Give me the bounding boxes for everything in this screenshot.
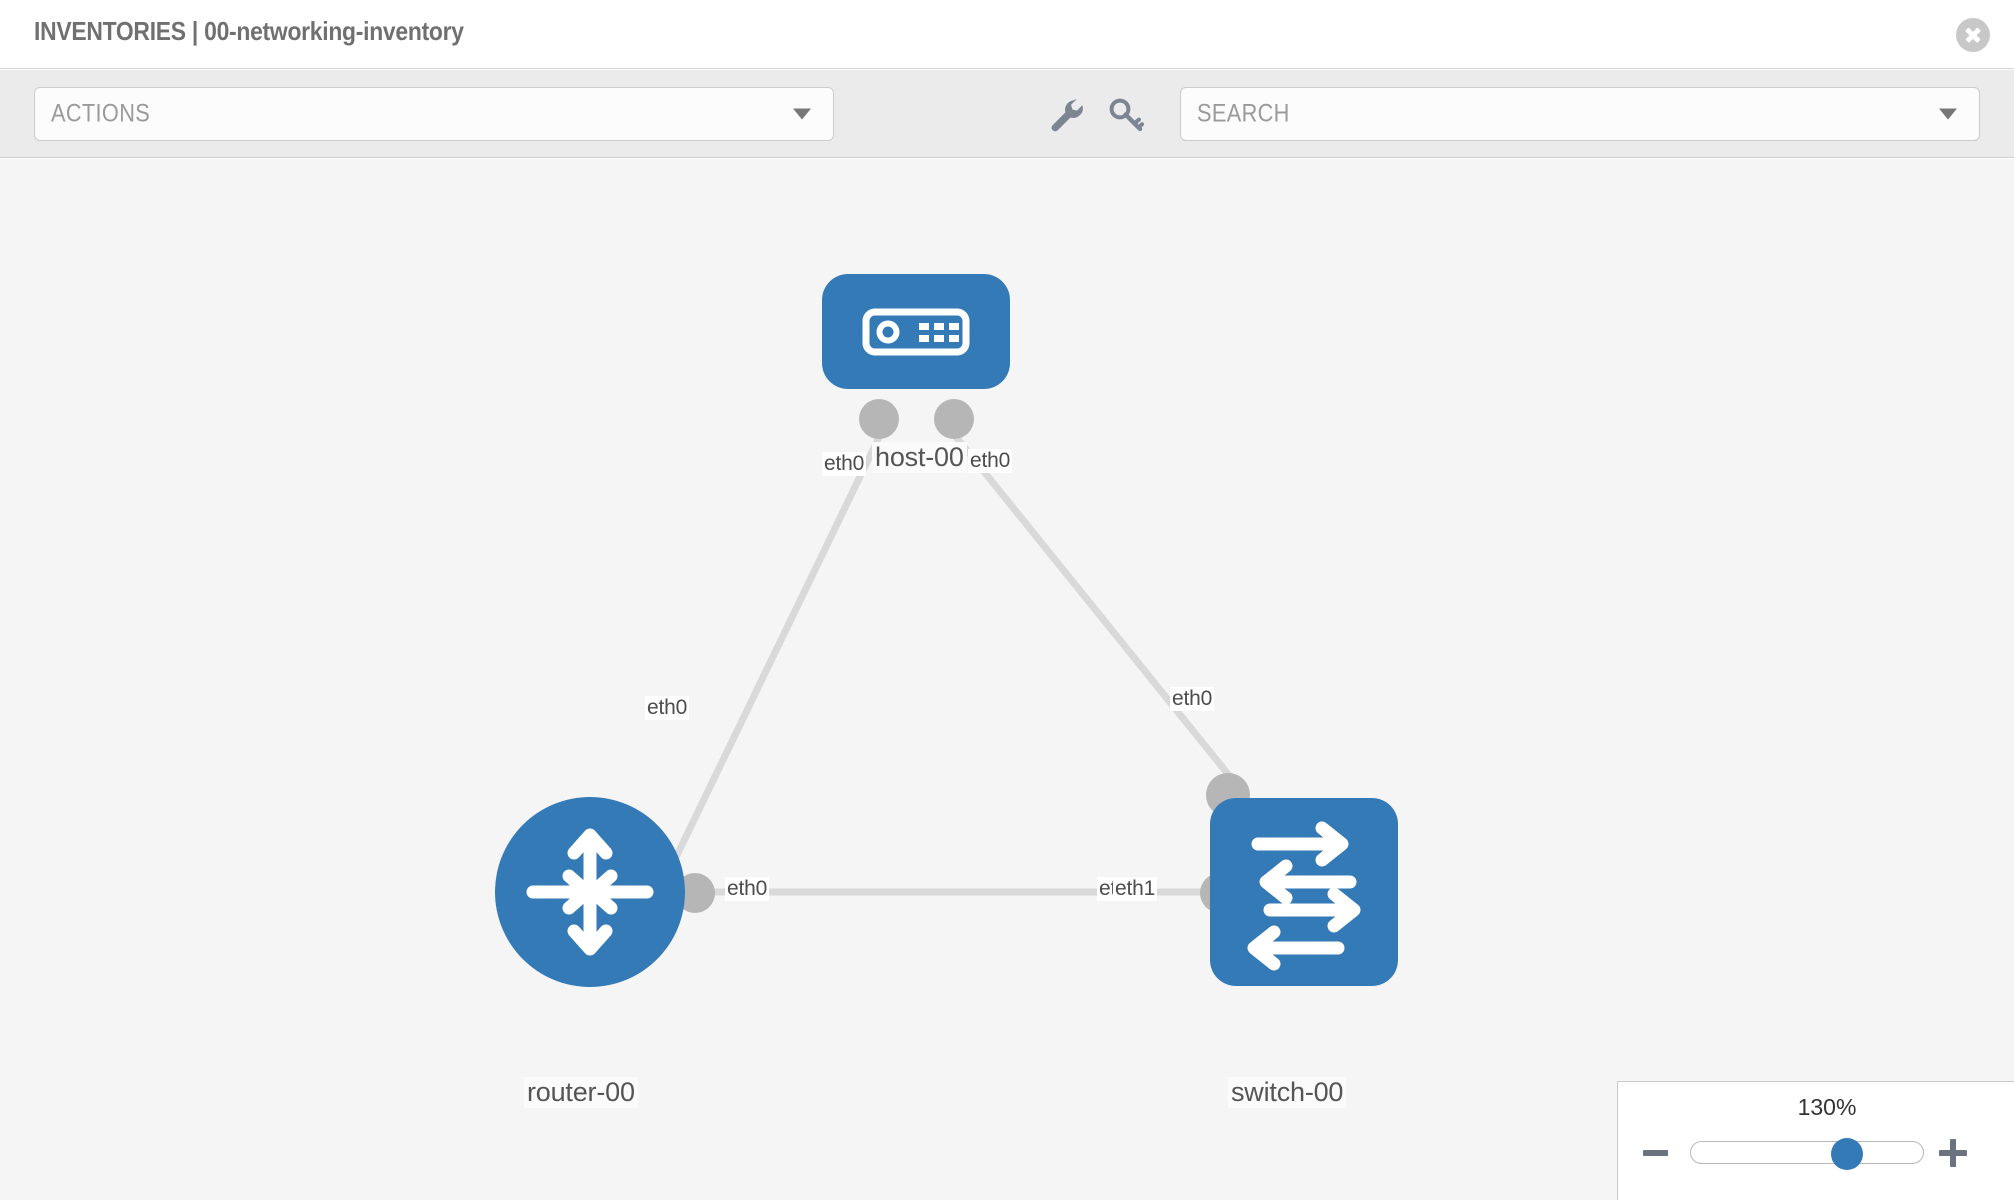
search-placeholder: SEARCH <box>1197 99 1290 128</box>
edge-label-host-right-eth0: eth0 <box>968 449 1013 473</box>
toolbar: ACTIONS SEARCH <box>0 70 2014 158</box>
zoom-slider-row <box>1618 1134 2014 1174</box>
edge-label-switch-left-eth1: eth1 <box>1113 877 1158 901</box>
node-router-00-shape[interactable] <box>495 797 685 987</box>
zoom-control-panel: 130% <box>1617 1081 2014 1200</box>
iface-dot-host-left[interactable] <box>859 399 899 439</box>
zoom-level-value: 130% <box>1797 1094 1857 1120</box>
chevron-down-icon[interactable] <box>1939 108 1957 120</box>
zoom-slider-handle[interactable] <box>1831 1137 1863 1170</box>
actions-dropdown-label: ACTIONS <box>51 99 151 128</box>
actions-dropdown[interactable]: ACTIONS <box>34 87 834 141</box>
node-host-00-shape[interactable] <box>822 274 1010 389</box>
link-host-router <box>646 425 888 913</box>
edge-label-host-left-eth0: eth0 <box>822 452 867 476</box>
search-input[interactable]: SEARCH <box>1180 87 1980 141</box>
edge-label-router-up-eth0: eth0 <box>645 696 690 720</box>
page-header: INVENTORIES | 00-networking-inventory <box>0 0 2014 69</box>
close-icon[interactable] <box>1956 18 1990 52</box>
server-appliance-icon <box>862 308 970 356</box>
link-host-switch <box>945 424 1243 792</box>
node-router-00-label: router-00 <box>524 1077 638 1108</box>
zoom-slider-track[interactable] <box>1690 1137 1924 1170</box>
edge-label-router-right-eth0: eth0 <box>725 877 770 901</box>
page-title: INVENTORIES | 00-networking-inventory <box>34 16 464 46</box>
toolbar-icon-group <box>1042 87 1162 141</box>
key-icon[interactable] <box>1106 95 1146 135</box>
zoom-in-button[interactable] <box>1936 1134 1970 1170</box>
edge-label-switch-up-eth0: eth0 <box>1170 687 1215 711</box>
chevron-down-icon <box>793 108 811 120</box>
switch-arrows-icon <box>1247 821 1361 971</box>
router-four-arrows-icon <box>526 828 654 956</box>
iface-dot-host-right[interactable] <box>934 399 974 439</box>
topology-canvas[interactable]: host-00 <box>0 159 2014 1200</box>
zoom-out-button[interactable] <box>1640 1134 1674 1170</box>
node-switch-00-label: switch-00 <box>1228 1077 1347 1108</box>
node-host-00-label: host-00 <box>872 442 967 473</box>
wrench-icon[interactable] <box>1046 95 1086 135</box>
node-switch-00-shape[interactable] <box>1210 798 1398 986</box>
